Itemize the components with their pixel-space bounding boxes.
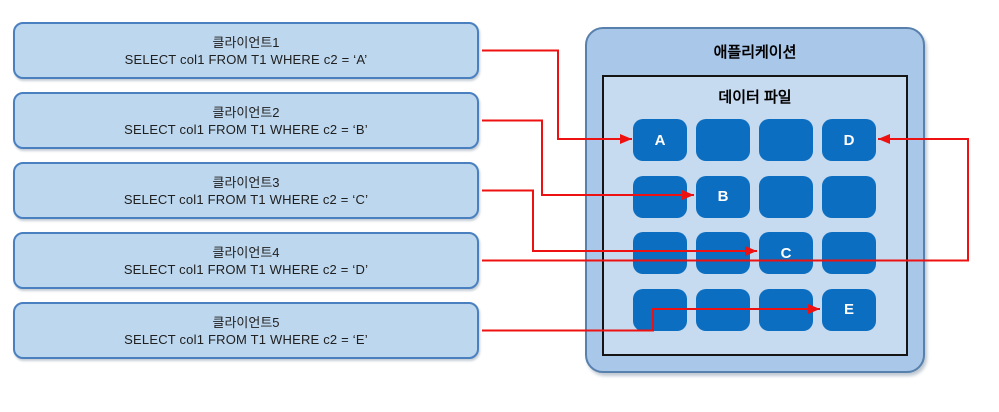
data-block bbox=[759, 175, 813, 218]
client-box-2: 클라이언트2 SELECT col1 FROM T1 WHERE c2 = ‘B… bbox=[13, 92, 479, 149]
client-box-3: 클라이언트3 SELECT col1 FROM T1 WHERE c2 = ‘C… bbox=[13, 162, 479, 219]
data-block-a: A bbox=[633, 119, 687, 161]
data-block bbox=[696, 232, 750, 275]
data-file-box: 데이터 파일 A D B C E bbox=[602, 75, 908, 356]
client-1-title: 클라이언트1 bbox=[212, 34, 280, 50]
data-block bbox=[633, 232, 687, 275]
data-block-grid: A D B C E bbox=[633, 119, 876, 331]
data-block bbox=[633, 288, 687, 331]
client-1-query: SELECT col1 FROM T1 WHERE c2 = ‘A’ bbox=[124, 51, 368, 67]
application-title: 애플리케이션 bbox=[713, 44, 797, 61]
client-3-title: 클라이언트3 bbox=[212, 174, 280, 190]
data-block-c: C bbox=[759, 232, 813, 275]
data-block-b: B bbox=[696, 175, 750, 218]
client-2-query: SELECT col1 FROM T1 WHERE c2 = ‘B’ bbox=[124, 121, 368, 137]
client-box-5: 클라이언트5 SELECT col1 FROM T1 WHERE c2 = ‘E… bbox=[13, 302, 479, 359]
application-box: 애플리케이션 데이터 파일 A D B C E bbox=[585, 27, 925, 373]
client-3-query: SELECT col1 FROM T1 WHERE c2 = ‘C’ bbox=[123, 191, 369, 207]
data-block-e: E bbox=[822, 288, 876, 331]
data-block-d: D bbox=[822, 119, 876, 161]
client-4-title: 클라이언트4 bbox=[212, 244, 280, 260]
client-box-1: 클라이언트1 SELECT col1 FROM T1 WHERE c2 = ‘A… bbox=[13, 22, 479, 79]
client-box-4: 클라이언트4 SELECT col1 FROM T1 WHERE c2 = ‘D… bbox=[13, 232, 479, 289]
data-block bbox=[822, 175, 876, 218]
data-block bbox=[759, 119, 813, 161]
client-5-query: SELECT col1 FROM T1 WHERE c2 = ‘E’ bbox=[124, 331, 368, 347]
client-4-query: SELECT col1 FROM T1 WHERE c2 = ‘D’ bbox=[123, 261, 369, 277]
data-block bbox=[696, 288, 750, 331]
data-block bbox=[696, 119, 750, 161]
data-block bbox=[633, 175, 687, 218]
client-5-title: 클라이언트5 bbox=[212, 314, 280, 330]
data-file-title: 데이터 파일 bbox=[718, 89, 792, 106]
data-block bbox=[822, 232, 876, 275]
data-block bbox=[759, 288, 813, 331]
client-2-title: 클라이언트2 bbox=[212, 104, 280, 120]
